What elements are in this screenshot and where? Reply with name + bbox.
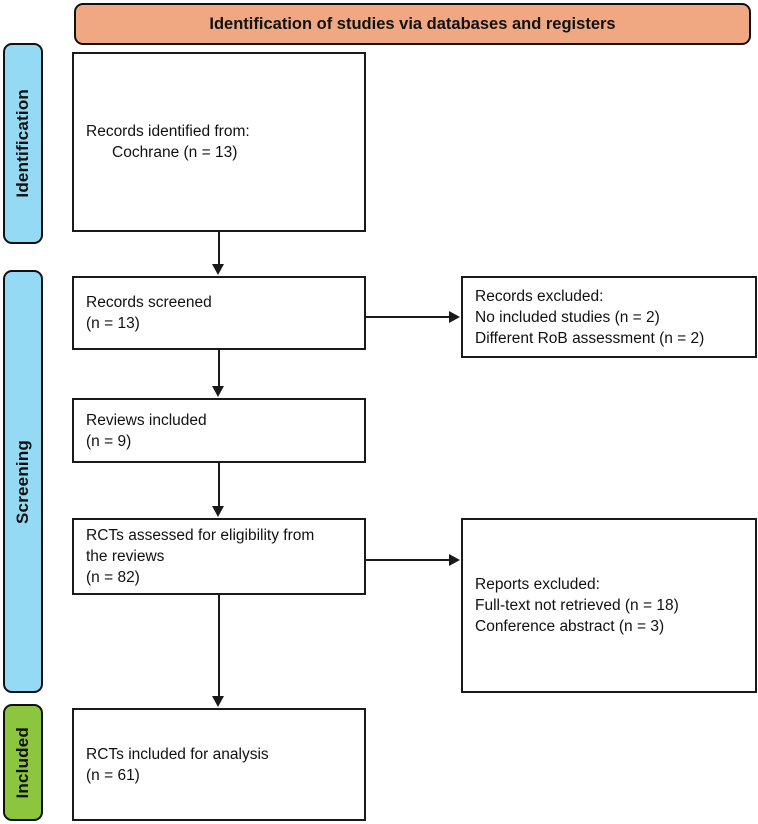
box-records-identified-line2: Cochrane (n = 13) [112,144,238,161]
stage-label-included: Included [3,704,43,821]
arrow-rcts-assessed-to-rcts-included [212,696,224,707]
connector-reviews-to-rcts-assessed [218,463,220,507]
box-reviews-included-line2: (n = 9) [86,432,132,450]
connector-screened-to-reviews [218,350,220,387]
stage-label-screening: Screening [3,270,43,693]
arrow-screened-to-reviews [212,386,224,397]
box-records-excluded: Records excluded: No included studies (n… [461,276,757,358]
stage-label-identification: Identification [3,43,43,244]
connector-rcts-assessed-to-reports-excluded [366,559,450,561]
box-records-excluded-line3: Different RoB assessment (n = 2) [475,329,705,347]
header-banner: Identification of studies via databases … [74,3,751,45]
box-records-screened-line2: (n = 13) [86,315,140,332]
box-records-identified: Records identified from: Cochrane (n = 1… [72,52,366,232]
box-reviews-included-line1: Reviews included [86,411,207,429]
connector-identified-to-screened [218,232,220,265]
box-records-screened-line1: Records screened [86,294,212,311]
box-rcts-included-line2: (n = 61) [86,766,140,784]
stage-label-included-text: Included [13,726,32,799]
header-title: Identification of studies via databases … [209,14,616,33]
connector-screened-to-records-excluded [366,316,450,318]
arrow-identified-to-screened [212,264,224,275]
box-records-identified-line1: Records identified from: [86,123,250,140]
box-reports-excluded: Reports excluded: Full-text not retrieve… [461,518,757,693]
box-rcts-assessed: RCTs assessed for eligibility from the r… [72,518,366,595]
stage-label-identification-text: Identification [13,89,32,198]
box-reviews-included: Reviews included (n = 9) [72,398,366,463]
box-rcts-included: RCTs included for analysis (n = 61) [72,708,366,821]
box-reports-excluded-line3: Conference abstract (n = 3) [475,618,665,635]
box-records-screened: Records screened (n = 13) [72,276,366,350]
box-records-excluded-line1: Records excluded: [475,287,604,305]
stage-label-screening-text: Screening [13,439,32,524]
arrow-reviews-to-rcts-assessed [212,506,224,517]
connector-rcts-assessed-to-rcts-included [218,595,220,697]
box-reports-excluded-line2: Full-text not retrieved (n = 18) [475,597,679,614]
box-rcts-assessed-line3: (n = 82) [86,569,140,586]
box-records-excluded-line2: No included studies (n = 2) [475,308,660,326]
arrow-screened-to-records-excluded [449,311,460,323]
box-rcts-assessed-line2: the reviews [86,548,165,565]
box-rcts-assessed-line1: RCTs assessed for eligibility from [86,527,315,544]
box-reports-excluded-line1: Reports excluded: [475,576,600,593]
box-rcts-included-line1: RCTs included for analysis [86,745,269,763]
arrow-rcts-assessed-to-reports-excluded [449,554,460,566]
